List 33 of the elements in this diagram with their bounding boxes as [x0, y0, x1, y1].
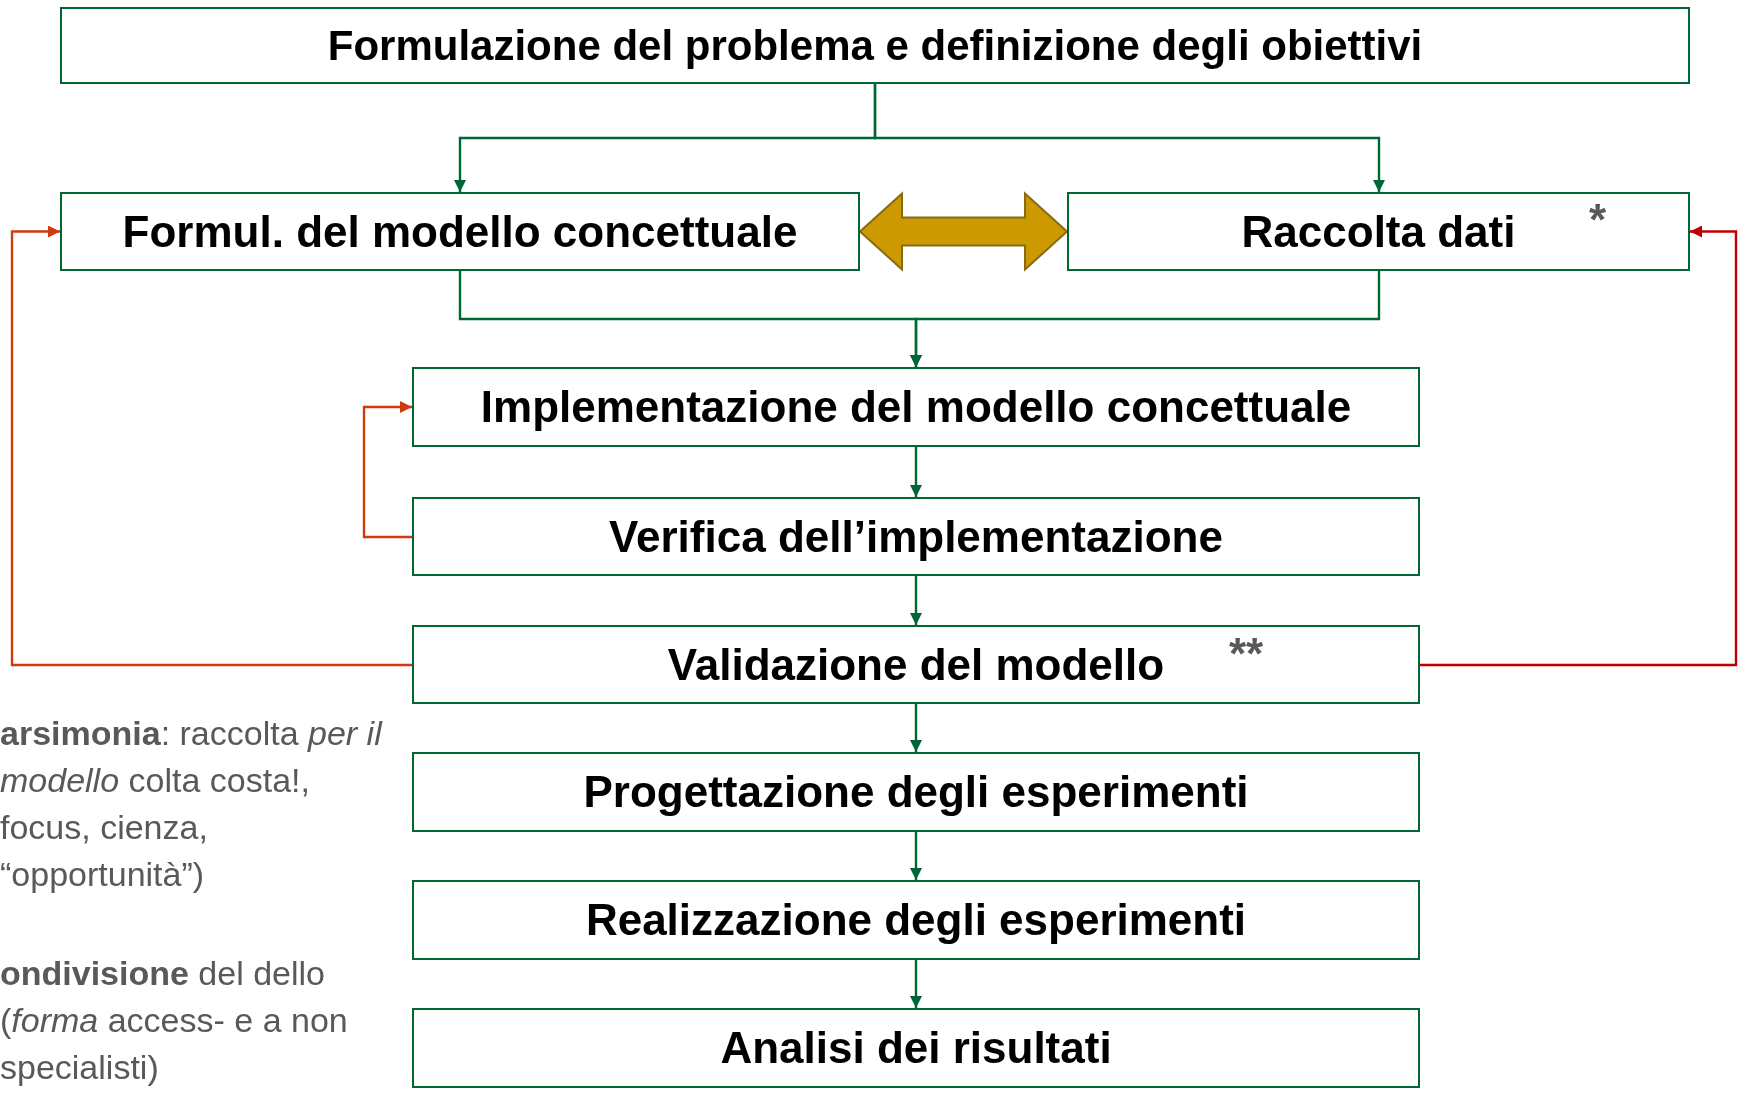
process-box: [412, 752, 1420, 832]
step-text: Validazione del modello: [667, 639, 1165, 690]
footnote-mark: **: [1229, 632, 1264, 676]
connector-arrow: [10, 225, 412, 667]
process-box: [412, 880, 1420, 960]
step-text: Implementazione del modello concettuale: [480, 382, 1352, 432]
connector-arrow: [910, 704, 922, 752]
footnote-mark: *: [1589, 198, 1607, 242]
connector-arrow: [910, 576, 922, 625]
connector-arrow: [910, 271, 1381, 367]
connector-arrow: [873, 84, 1385, 192]
step-text: Formulazione del problema e definizione degli obiettivi: [327, 21, 1423, 70]
note-text: ondivisione del dello (forma access- e a non specialisti): [0, 953, 349, 1088]
step-text: Progettazione degli esperimenti: [583, 767, 1249, 817]
process-box: [60, 192, 860, 271]
process-box: [412, 625, 1420, 704]
connector-arrow: [910, 832, 922, 880]
step-text: Verifica dell’implementazione: [609, 511, 1223, 562]
double-block-arrow: [858, 191, 1069, 272]
process-box: [412, 367, 1420, 447]
process-box: [412, 1008, 1420, 1088]
connector-arrow: [1420, 225, 1738, 667]
connector-arrow: [362, 401, 412, 539]
process-box: [1067, 192, 1690, 271]
step-text: Raccolta dati: [1241, 206, 1516, 257]
process-box: [412, 497, 1420, 576]
connector-arrow: [910, 447, 922, 497]
step-text: Realizzazione degli esperimenti: [585, 895, 1247, 945]
connector-arrow: [910, 960, 922, 1008]
step-text: Formul. del modello concettuale: [122, 206, 798, 257]
note-text: arsimonia: raccolta per il modello colta costa!, focus, cienza, “opportunità”): [0, 713, 384, 895]
step-text: Analisi dei risultati: [720, 1023, 1112, 1073]
process-box: [60, 7, 1690, 84]
